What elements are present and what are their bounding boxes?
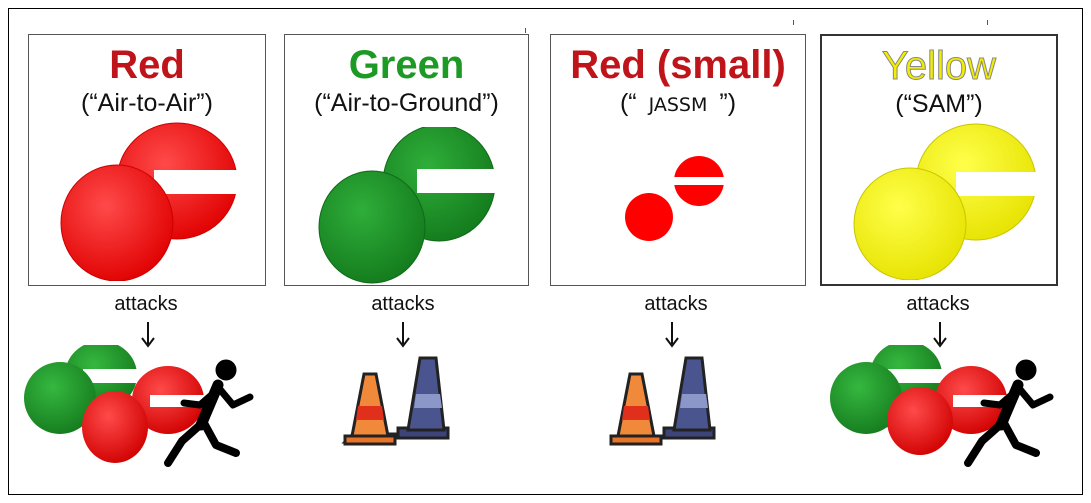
panel-red-air-to-air: Red (“Air-to-Air”)	[28, 34, 266, 286]
panel-green-air-to-ground: Green (“Air-to-Ground”)	[284, 34, 529, 286]
panel-red-small-jassm: Red (small) (“ JASSM ”)	[550, 34, 806, 286]
yellow-disc-pair-icon	[853, 123, 1041, 280]
tick-mark	[525, 28, 526, 33]
panel-title: Green	[348, 43, 465, 87]
panel-yellow-sam: Yellow (“SAM”)	[820, 34, 1058, 286]
attacks-label: attacks	[371, 293, 435, 315]
traffic-cones-icon	[609, 356, 716, 446]
panel-title: Yellow	[881, 44, 997, 89]
down-arrow-icon	[396, 322, 410, 348]
down-arrow-icon	[141, 322, 155, 348]
aircraft-and-runner-icon	[830, 345, 1054, 467]
subtitle-open: (“	[619, 89, 637, 117]
attacks-label: attacks	[114, 293, 178, 315]
down-arrow-icon	[933, 322, 947, 348]
attacks-label: attacks	[906, 293, 970, 315]
attacks-label: attacks	[644, 293, 708, 315]
tick-mark	[987, 20, 988, 25]
panel-title: Red (small)	[570, 43, 786, 87]
aircraft-and-runner-icon	[24, 345, 254, 467]
subtitle-text: JASSM	[648, 94, 708, 116]
subtitle-close: ”)	[719, 89, 737, 117]
panel-title: Red	[109, 43, 185, 87]
small-red-disc-pair-icon	[625, 156, 727, 241]
down-arrow-icon	[665, 322, 679, 348]
green-disc-pair-icon	[318, 127, 502, 284]
tick-mark	[793, 20, 794, 25]
red-disc-pair-icon	[60, 122, 249, 281]
panel-subtitle: (“Air-to-Ground”)	[314, 89, 499, 117]
panel-subtitle: (“Air-to-Air”)	[81, 89, 213, 117]
panel-subtitle: (“SAM”)	[895, 90, 983, 118]
traffic-cones-icon	[341, 356, 450, 446]
panel-subtitle: (“ JASSM ”)	[551, 87, 805, 121]
